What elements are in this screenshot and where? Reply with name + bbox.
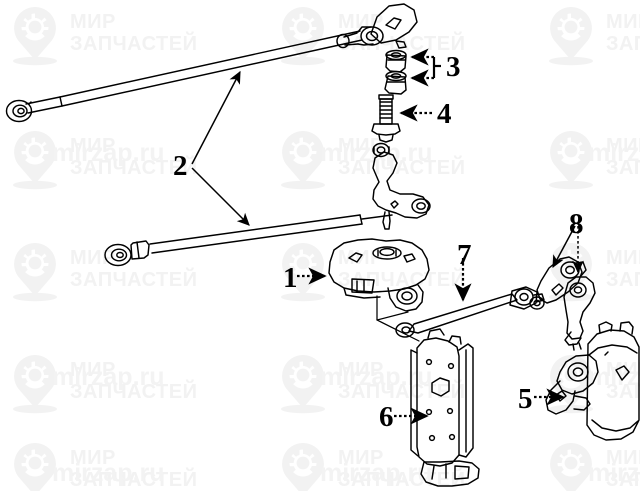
upper-rod-pivot-head xyxy=(336,3,418,49)
callout-6-mounting-bracket: 6 xyxy=(379,401,394,433)
callout-2-wiper-linkage-rods: 2 xyxy=(173,150,188,182)
callout-8-crank-arms: 8 xyxy=(569,208,584,240)
lower-linkage-rod xyxy=(104,214,393,267)
leader-2a xyxy=(191,70,241,165)
bracket-reference-lines xyxy=(376,295,420,342)
callout-4-mounting-bolt: 4 xyxy=(437,98,452,130)
center-crank-link-arm xyxy=(372,142,431,230)
pivot-bushing-lower xyxy=(384,70,407,95)
upper-linkage-rod xyxy=(5,30,363,123)
leader-2b xyxy=(191,167,250,226)
wiper-mounting-bracket xyxy=(410,328,480,487)
hex-flange-bolt xyxy=(371,94,401,143)
wiper-motor xyxy=(545,321,640,441)
pivot-bushing-upper xyxy=(385,49,407,73)
callout-3-pivot-bushings: 3 xyxy=(446,51,461,83)
callout-7-connecting-rod: 7 xyxy=(457,239,472,271)
wiper-gearbox-housing xyxy=(328,238,430,312)
crank-arm-right xyxy=(563,276,596,351)
callout-5-wiper-motor: 5 xyxy=(518,383,533,415)
callout-1-wiper-motor-gearbox: 1 xyxy=(283,262,298,294)
motor-connecting-rod xyxy=(395,286,545,338)
